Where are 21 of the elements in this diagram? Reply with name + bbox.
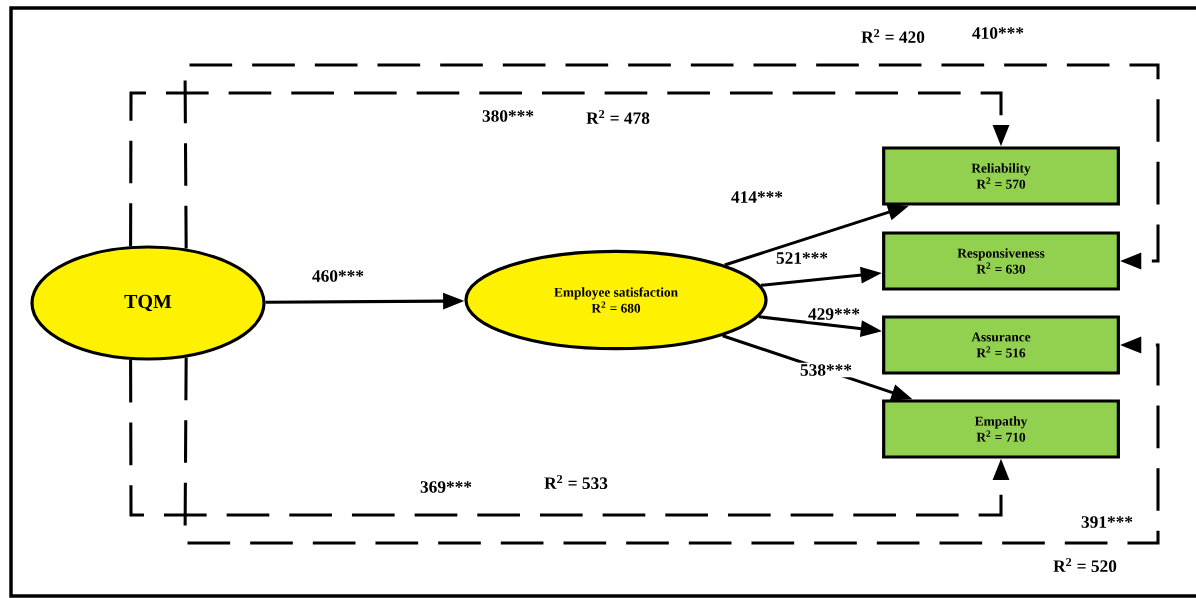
edge-label: 380***: [480, 108, 536, 124]
process-box: Responsiveness R$^{2}$ = 630: [882, 231, 1120, 291]
edge-label: 369***: [418, 479, 474, 495]
arrow: [183, 63, 1160, 270]
edge-label: 391***: [1079, 514, 1135, 530]
edge-label: 414***: [729, 189, 785, 205]
arrow: [129, 91, 1010, 247]
edge-label: 521***: [774, 250, 830, 266]
process-box: Empathy R$^{2}$ = 710: [882, 399, 1120, 459]
r-squared-label: R$^{2}$ = 533: [542, 473, 610, 491]
r-squared-label: R$^{2}$ = 520: [1051, 556, 1119, 574]
r-squared-label: R$^{2}$ = 420: [859, 27, 927, 45]
edge-label: 538***: [798, 362, 854, 378]
r-squared-label: R$^{2}$ = 478: [584, 108, 652, 126]
edge-label: 410***: [970, 25, 1026, 41]
ellipse-node: TQM: [30, 245, 266, 361]
ellipse-node: Employee satisfaction R$^{2}$ = 680: [464, 249, 768, 351]
process-box: Assurance R$^{2}$ = 516: [882, 315, 1120, 375]
process-box: Reliability R$^{2}$ = 570: [882, 146, 1120, 206]
edge-label: 429***: [806, 306, 862, 322]
edge-label: 460***: [310, 268, 366, 284]
